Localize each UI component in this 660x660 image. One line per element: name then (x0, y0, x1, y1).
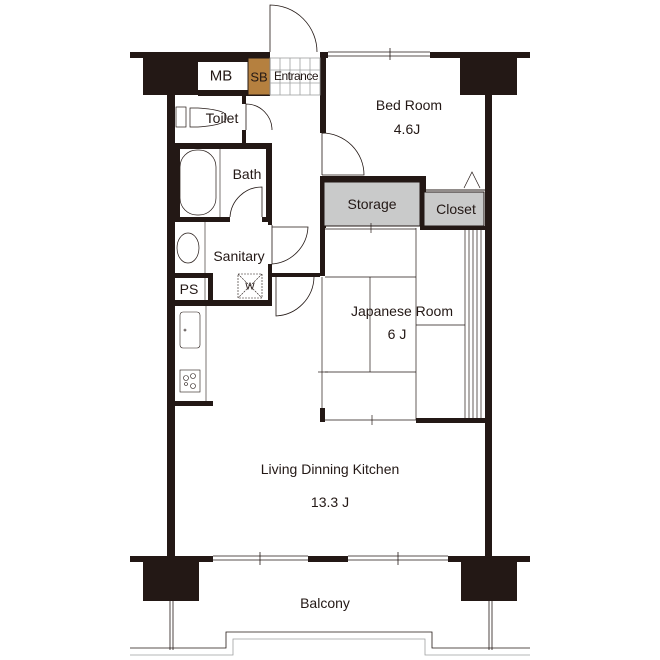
toilet-label: Toilet (205, 110, 239, 126)
bedroom-size: 4.6J (393, 121, 421, 137)
bath-label: Bath (232, 166, 262, 182)
ldk-label: Living Dinning Kitchen (260, 461, 400, 477)
kitchen-counter (179, 306, 207, 401)
storage-area (323, 181, 421, 227)
mb-box (198, 62, 240, 90)
wash-basin (176, 232, 200, 264)
washer-label: W (245, 281, 255, 293)
closet-label: Closet (436, 201, 476, 217)
washer-space (237, 273, 263, 299)
tatami-mats (318, 223, 482, 425)
closet-area (423, 191, 485, 227)
balcony-label: Balcony (300, 595, 350, 611)
ldk-window (213, 552, 448, 565)
entrance-door (269, 4, 318, 53)
entrance-tiles (269, 57, 321, 96)
mb-label: MB (209, 67, 233, 85)
sb-label: SB (250, 69, 268, 85)
storage-label: Storage (347, 196, 397, 212)
ps-label: PS (179, 281, 199, 297)
bedroom-label: Bed Room (375, 97, 443, 113)
toilet-fixture (175, 106, 227, 128)
entrance-label: Entrance (273, 69, 319, 83)
bathtub (179, 149, 217, 216)
japanese-room-label: Japanese Room (351, 303, 453, 319)
balcony-railing (130, 601, 530, 656)
bedroom-window (328, 48, 430, 60)
exterior-walls (130, 52, 530, 601)
japanese-room-size: 6 J (387, 326, 407, 342)
sanitary-label: Sanitary (213, 248, 265, 264)
ldk-size: 13.3 J (310, 494, 350, 510)
